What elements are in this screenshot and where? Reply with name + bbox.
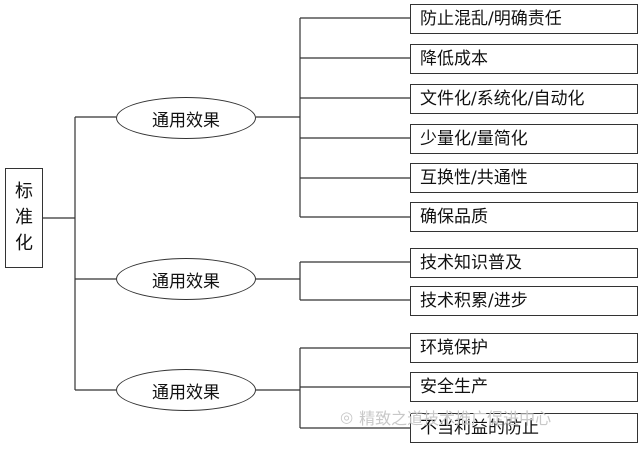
branch-node: 通用效果 [116,369,256,411]
wechat-icon: ◎ [340,408,354,426]
watermark: ◎ 精致之道技术推广促进中心 [340,405,551,429]
leaf-node: 技术知识普及 [410,248,638,278]
branch-node: 通用效果 [116,258,256,300]
root-node: 标 准 化 [5,168,43,268]
leaf-node: 不当利益的防止 [410,413,638,443]
root-char: 化 [15,233,33,254]
leaf-node: 确保品质 [410,202,638,232]
leaf-node: 环境保护 [410,333,638,363]
root-char: 标 [15,181,33,202]
root-char: 准 [15,207,33,228]
leaf-node: 互换性/共通性 [410,163,638,193]
leaf-node: 文件化/系统化/自动化 [410,84,638,114]
leaf-node: 防止混乱/明确责任 [410,4,638,34]
leaf-node: 安全生产 [410,372,638,402]
watermark-text: 精致之道技术推广促进中心 [359,409,552,428]
branch-node: 通用效果 [116,97,256,139]
leaf-node: 技术积累/进步 [410,286,638,316]
leaf-node: 少量化/量简化 [410,124,638,154]
leaf-node: 降低成本 [410,44,638,74]
